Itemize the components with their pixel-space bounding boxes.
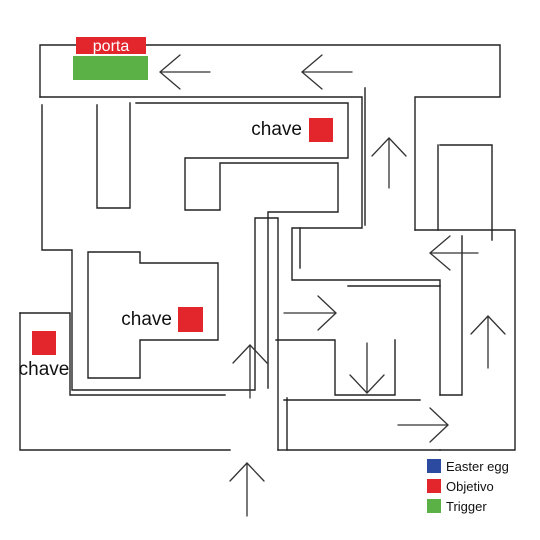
arrow-left-icon (301, 54, 353, 90)
maze-wall (439, 235, 463, 396)
maze-wall (19, 312, 231, 451)
maze-walls (19, 44, 516, 451)
key-marker (32, 331, 56, 355)
arrow-left-icon (159, 54, 211, 90)
maze-wall (39, 44, 501, 231)
legend-item-easter-egg: Easter egg (427, 459, 509, 474)
key-marker (178, 307, 203, 332)
legend: Easter egg Objetivo Trigger (427, 459, 509, 514)
legend-swatch (427, 459, 441, 473)
maze-wall (275, 339, 396, 396)
key-top-right: chave (251, 118, 333, 142)
maze-wall (286, 397, 441, 451)
door-group: porta (73, 37, 148, 80)
arrow-right-icon (283, 295, 337, 331)
key-label: chave (251, 119, 302, 140)
arrow-right-icon (397, 407, 449, 443)
maze-wall (439, 144, 493, 241)
door-label: porta (93, 38, 130, 55)
trigger-zone (73, 56, 148, 80)
maze-wall (41, 104, 279, 451)
key-label: chave (19, 359, 70, 380)
legend-item-objetivo: Objetivo (427, 479, 494, 494)
arrow-down-icon (349, 342, 385, 394)
key-bottom-left: chave (19, 331, 70, 380)
key-middle-left: chave (121, 307, 203, 332)
legend-swatch (427, 499, 441, 513)
legend-label: Trigger (446, 499, 487, 514)
direction-arrows (159, 54, 506, 517)
maze-wall (414, 229, 516, 451)
legend-label: Easter egg (446, 459, 509, 474)
legend-label: Objetivo (446, 479, 494, 494)
key-marker (309, 118, 333, 142)
key-label: chave (121, 309, 172, 330)
arrow-up-icon (229, 462, 265, 517)
maze-wall (19, 312, 226, 396)
maze-wall (87, 251, 219, 379)
legend-item-trigger: Trigger (427, 499, 487, 514)
arrow-up-icon (371, 137, 407, 189)
arrow-up-icon (232, 344, 268, 399)
maze-wall (135, 102, 349, 389)
maze-wall (96, 102, 131, 209)
maze-wall (39, 96, 441, 396)
arrow-left-icon (429, 235, 479, 271)
arrow-up-icon (470, 315, 506, 369)
door-marker (76, 37, 146, 54)
legend-swatch (427, 479, 441, 493)
